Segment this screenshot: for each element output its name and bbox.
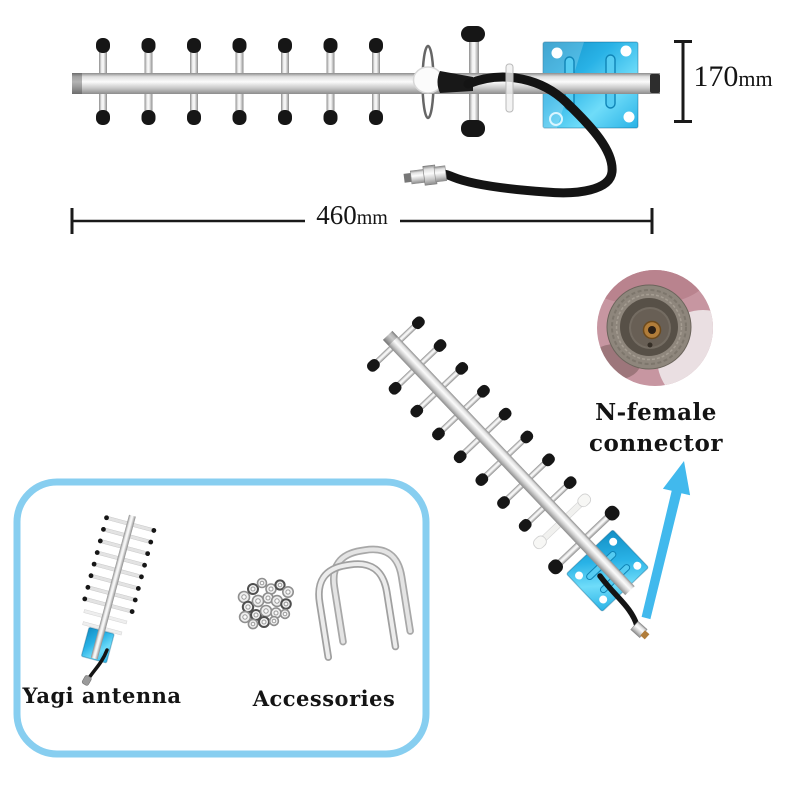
cable-heatshrink (437, 71, 473, 93)
plate-hole (623, 111, 635, 123)
kit-yagi-thumbnail (81, 514, 157, 664)
n-female-connector-photo (597, 270, 713, 386)
yagi-antenna-top-view (72, 26, 660, 198)
coax-cable (437, 72, 617, 198)
connector-callout-line1: N-female (595, 399, 717, 426)
kit-yagi-cable (87, 648, 109, 680)
angled-boom-end (382, 330, 398, 346)
kit-panel-frame (13, 478, 430, 758)
width-dimension-unit: mm (356, 207, 388, 229)
connector-callout-line2: connector (588, 430, 723, 457)
plate-hole-outline (549, 112, 563, 126)
angled-antenna-cable (597, 573, 640, 629)
angled-boom (382, 330, 635, 596)
angled-element-caps (366, 316, 620, 575)
kit-yagi-boom (90, 514, 136, 660)
angled-driven-cap-top (577, 493, 592, 508)
cable-tie (505, 63, 514, 113)
width-dimension-value: 460 (316, 200, 357, 230)
kit-panel (13, 478, 430, 758)
boom-left-end (72, 73, 82, 94)
plate-hole (551, 47, 563, 59)
kit-accessories-label: Accessories (252, 686, 396, 711)
kit-yagi-element-tips (82, 515, 157, 614)
angled-driven-cap-bottom (533, 535, 547, 550)
angled-antenna-connector (630, 620, 650, 640)
boom-right-cap (650, 74, 660, 93)
height-dimension-value: 170 (693, 60, 739, 93)
n-male-connector (403, 164, 448, 186)
kit-yagi-connector (81, 675, 92, 686)
plate-hole (620, 45, 632, 57)
yagi-antenna-angled-view (366, 316, 649, 612)
element-caps (96, 26, 485, 137)
boom (72, 73, 660, 94)
dimension-line-460mm (70, 208, 654, 234)
height-dimension-unit: mm (738, 66, 773, 91)
connector-face (606, 284, 692, 370)
callout-arrow (641, 461, 691, 620)
washers-and-nuts (237, 577, 294, 630)
kit-yagi-label: Yagi antenna (22, 683, 182, 708)
u-bolts (315, 545, 414, 661)
dimension-line-170mm (674, 40, 692, 123)
